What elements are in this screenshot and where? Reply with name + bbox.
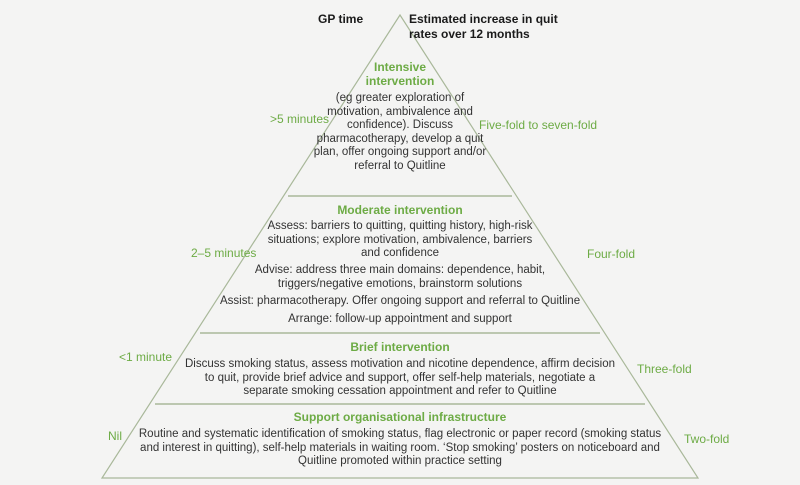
tier-description-assess: Assess: barriers to quitting, quitting h… [267,220,533,259]
gp-time-label: Nil [108,429,122,443]
tier-title-brief: Brief intervention [350,340,450,354]
tier-description-organisational: Routine and systematic identification of… [138,428,662,467]
pyramid-outline [100,13,700,479]
quit-increase-label: Two-fold [684,432,730,446]
gp-time-header: GP time [318,12,364,26]
tier-title-organisational: Support organisational infrastructure [293,410,507,424]
tier-description-advise: Advise: address three main domains: depe… [254,264,546,290]
quit-rates-header: Estimated increase in quit rates over 12… [409,12,558,41]
tier-title-intensive: Intensive intervention [365,60,435,88]
gp-time-label: <1 minute [119,350,173,364]
quit-increase-label: Three-fold [637,362,692,376]
tier-description-brief: Discuss smoking status, assess motivatio… [185,358,615,397]
quit-increase-label: Four-fold [587,247,636,261]
tier-description-assist: Assist: pharmacotherapy. Offer ongoing s… [220,295,581,307]
gp-time-label: 2–5 minutes [191,246,257,260]
tier-title-moderate: Moderate intervention [337,203,463,217]
gp-time-label: >5 minutes [270,112,330,126]
tier-description-arrange: Arrange: follow-up appointment and suppo… [288,313,512,325]
tier-description-intensive: (eg greater exploration of motivation, a… [313,92,487,172]
quit-increase-label: Five-fold to seven-fold [479,118,598,132]
